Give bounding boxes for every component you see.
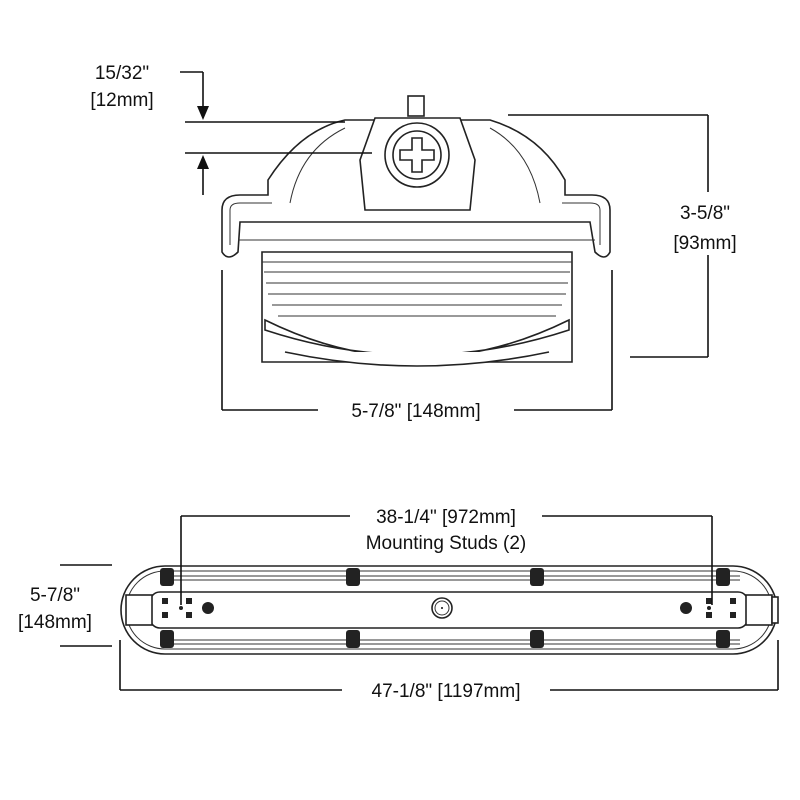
- stud-spacing-label: 38-1/4" [972mm]: [376, 507, 516, 528]
- dim-length: 47-1/8" [1197mm]: [119, 640, 779, 702]
- dim-front-width: 5-7/8" [148mm]: [221, 270, 613, 422]
- front-view-fixture: [221, 95, 611, 367]
- top-offset-imperial: 15/32": [95, 63, 149, 84]
- dim-stud-spacing: 38-1/4" [972mm] Mounting Studs (2): [180, 507, 713, 605]
- height-metric: [93mm]: [673, 233, 736, 254]
- mounting-studs-note: Mounting Studs (2): [366, 533, 527, 554]
- height-imperial: 3-5/8": [680, 203, 730, 224]
- top-width-metric: [148mm]: [18, 612, 92, 633]
- dim-top-width: 5-7/8" [148mm]: [18, 564, 112, 647]
- dim-top-offset: 15/32" [12mm]: [90, 63, 372, 195]
- length-label: 47-1/8" [1197mm]: [372, 681, 521, 702]
- top-width-imperial: 5-7/8": [30, 585, 80, 606]
- top-view-fixture: [120, 565, 779, 655]
- dim-height: 3-5/8" [93mm]: [508, 114, 737, 358]
- top-offset-metric: [12mm]: [90, 90, 153, 111]
- front-width-label: 5-7/8" [148mm]: [351, 401, 480, 422]
